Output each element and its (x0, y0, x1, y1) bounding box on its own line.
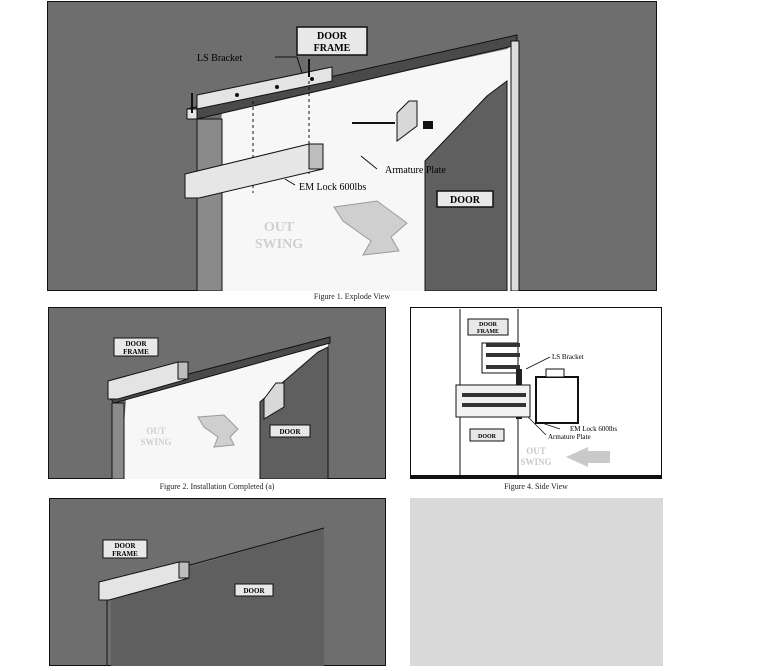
em-lock-end (177, 361, 189, 380)
em-lock-label: EM Lock 600lbs (570, 425, 617, 433)
ls-bracket-shape (196, 66, 333, 110)
door-label: DOOR (244, 587, 266, 595)
door-leaf (111, 528, 324, 666)
door-label-box (469, 428, 505, 442)
door-label-box (234, 583, 274, 597)
screw (486, 365, 520, 369)
em-lock-end (308, 143, 324, 170)
out-swing-label-line2: SWING (520, 457, 551, 467)
leader-line (296, 56, 303, 74)
em-lock-shape (535, 376, 579, 424)
armature-plate-label: Armature Plate (548, 433, 591, 441)
frame-jamb-left (111, 402, 125, 479)
figure-1-caption: Figure 1. Explode View (313, 292, 391, 301)
door-label-box (269, 424, 311, 438)
figure-2-diagram: DOOR FRAME DOOR OUT SWING (48, 307, 386, 479)
out-swing-label-line1: OUT (146, 426, 166, 436)
figure-2-caption: Figure 2. Installation Completed (a) (159, 482, 275, 491)
frame-jamb-right (510, 40, 520, 291)
door-frame-label-line1: DOOR (115, 542, 137, 550)
bracket-screw (275, 85, 279, 89)
door-frame-label-line1: DOOR (317, 31, 348, 42)
leader-line (527, 416, 547, 436)
door-frame-label-line1: DOOR (479, 322, 498, 328)
figure-4-caption: Figure 4. Side View (504, 482, 568, 491)
out-swing-label-line1: OUT (526, 446, 546, 456)
door-label-box (436, 190, 494, 208)
door-frame-label-line2: FRAME (477, 329, 499, 335)
em-lock-label: EM Lock 600lbs (299, 182, 366, 193)
ls-bracket-lip (186, 108, 198, 120)
door-leaf (424, 80, 508, 291)
armature-plate-shape (396, 100, 418, 142)
armature-bolt (462, 393, 526, 397)
figure-3-diagram: DOOR FRAME DOOR (49, 498, 386, 666)
bracket-screw (310, 77, 314, 81)
door-frame-label-box (102, 539, 148, 559)
screw (486, 353, 520, 357)
door-label: DOOR (280, 428, 302, 436)
figure-1-explode-view: DOOR FRAME LS Bracket Armature Plate EM … (47, 1, 657, 291)
out-swing-arrow (333, 200, 408, 256)
out-swing-arrow (566, 447, 610, 467)
em-lock-mount (545, 368, 565, 378)
door-label: DOOR (450, 195, 481, 206)
leader-line (284, 178, 296, 186)
ls-bracket-label: LS Bracket (197, 53, 242, 64)
leader-line (541, 422, 561, 430)
figure-1-diagram: DOOR FRAME LS Bracket Armature Plate EM … (47, 1, 657, 291)
door-frame-label-line2: FRAME (123, 348, 149, 356)
blank-panel (410, 498, 663, 666)
out-swing-label-line2: SWING (140, 437, 171, 447)
out-swing-arrow (197, 414, 239, 448)
figure-3-closed-view: DOOR FRAME DOOR (49, 498, 386, 666)
frame-jamb-left (196, 118, 223, 291)
armature-plate-label: Armature Plate (385, 165, 446, 176)
door-frame-label-box (467, 318, 509, 336)
door-frame-label-line2: FRAME (314, 43, 351, 54)
leader-line (525, 356, 551, 370)
bracket-screw (235, 93, 239, 97)
screw (486, 343, 520, 347)
door-frame-label-box (113, 337, 159, 357)
figure-4-diagram: DOOR FRAME LS Bracket EM Lock 600lbs Arm… (410, 307, 662, 479)
leader-line (360, 155, 378, 170)
ls-bracket-label: LS Bracket (552, 353, 584, 361)
door-frame-label-line2: FRAME (112, 550, 138, 558)
armature-plate-shape (263, 382, 285, 420)
em-lock-end (178, 561, 190, 579)
armature-assembly (455, 384, 531, 418)
door-frame-label-line1: DOOR (126, 340, 148, 348)
door-leaf (259, 346, 329, 479)
figure-4-side-view: DOOR FRAME LS Bracket EM Lock 600lbs Arm… (410, 307, 662, 479)
door-label: DOOR (478, 434, 497, 440)
out-swing-label-line1: OUT (264, 220, 295, 235)
panel-bottom-edge (410, 475, 662, 479)
armature-washer (423, 121, 433, 129)
figure-2-installation: DOOR FRAME DOOR OUT SWING (48, 307, 386, 479)
out-swing-label-line2: SWING (255, 237, 303, 252)
armature-bolt (462, 403, 526, 407)
door-frame-label-box (296, 26, 368, 56)
